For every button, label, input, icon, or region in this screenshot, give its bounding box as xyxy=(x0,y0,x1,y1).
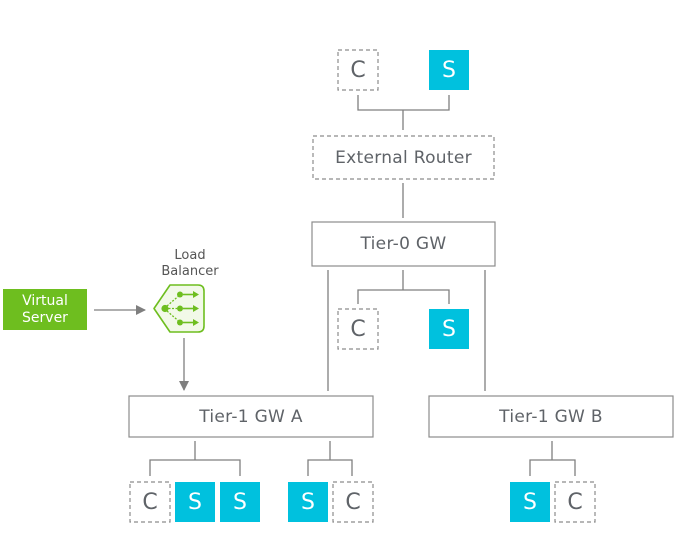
external-router-label: External Router xyxy=(335,147,472,168)
tier1a-server-label-3: S xyxy=(301,489,315,515)
tier1b-server-label: S xyxy=(523,489,537,515)
external-client-label: C xyxy=(350,57,366,83)
tier0-bracket-connector xyxy=(357,270,450,304)
tier0-gateway-label: Tier-0 GW xyxy=(360,234,447,254)
virtual-server-label-line2: Server xyxy=(22,309,68,326)
load-balancer-label-line1: Load xyxy=(174,248,206,263)
tier0-client-node xyxy=(337,308,379,350)
tier1a-server-node-2 xyxy=(220,482,260,522)
tier1a-server-label-1: S xyxy=(188,489,202,515)
load-balancer-label-line2: Balancer xyxy=(161,264,219,279)
tier1a-server-label-2: S xyxy=(233,489,247,515)
tier1a-gateway-node xyxy=(128,395,374,438)
tier1a-gateway-label: Tier-1 GW A xyxy=(199,406,303,427)
tier1b-server-node xyxy=(510,482,550,522)
tier1b-bracket xyxy=(529,441,576,476)
virtual-server-label-line1: Virtual xyxy=(22,292,68,309)
tier1a-client-label-1: C xyxy=(142,489,158,515)
external-client-node xyxy=(337,49,379,91)
external-router-node xyxy=(312,135,495,180)
tier0-server-label: S xyxy=(442,316,456,342)
tier1a-bracket-right xyxy=(307,441,353,476)
virtual-server-node xyxy=(3,289,87,330)
tier1b-client-label: C xyxy=(567,489,583,515)
virtual-server-label: Virtual Server xyxy=(3,289,87,330)
load-balancer-label: Load Balancer xyxy=(154,247,226,281)
tier1a-bracket-left xyxy=(149,441,241,476)
external-bracket-connector xyxy=(357,95,450,130)
tier1a-server-node-1 xyxy=(175,482,215,522)
external-server-label: S xyxy=(442,57,456,83)
load-balancer-icon xyxy=(153,284,205,333)
tier1b-gateway-node xyxy=(428,395,674,438)
tier0-server-node xyxy=(429,309,469,349)
tier1a-client-node-1 xyxy=(129,481,171,523)
tier1a-client-label-2: C xyxy=(345,489,361,515)
tier1b-gateway-label: Tier-1 GW B xyxy=(499,406,603,427)
external-server-node xyxy=(429,50,469,90)
tier1b-client-node xyxy=(554,481,596,523)
tier0-gateway-node xyxy=(311,221,496,267)
tier1a-server-node-3 xyxy=(288,482,328,522)
tier0-client-label: C xyxy=(350,316,366,342)
tier1a-client-node-2 xyxy=(332,481,374,523)
